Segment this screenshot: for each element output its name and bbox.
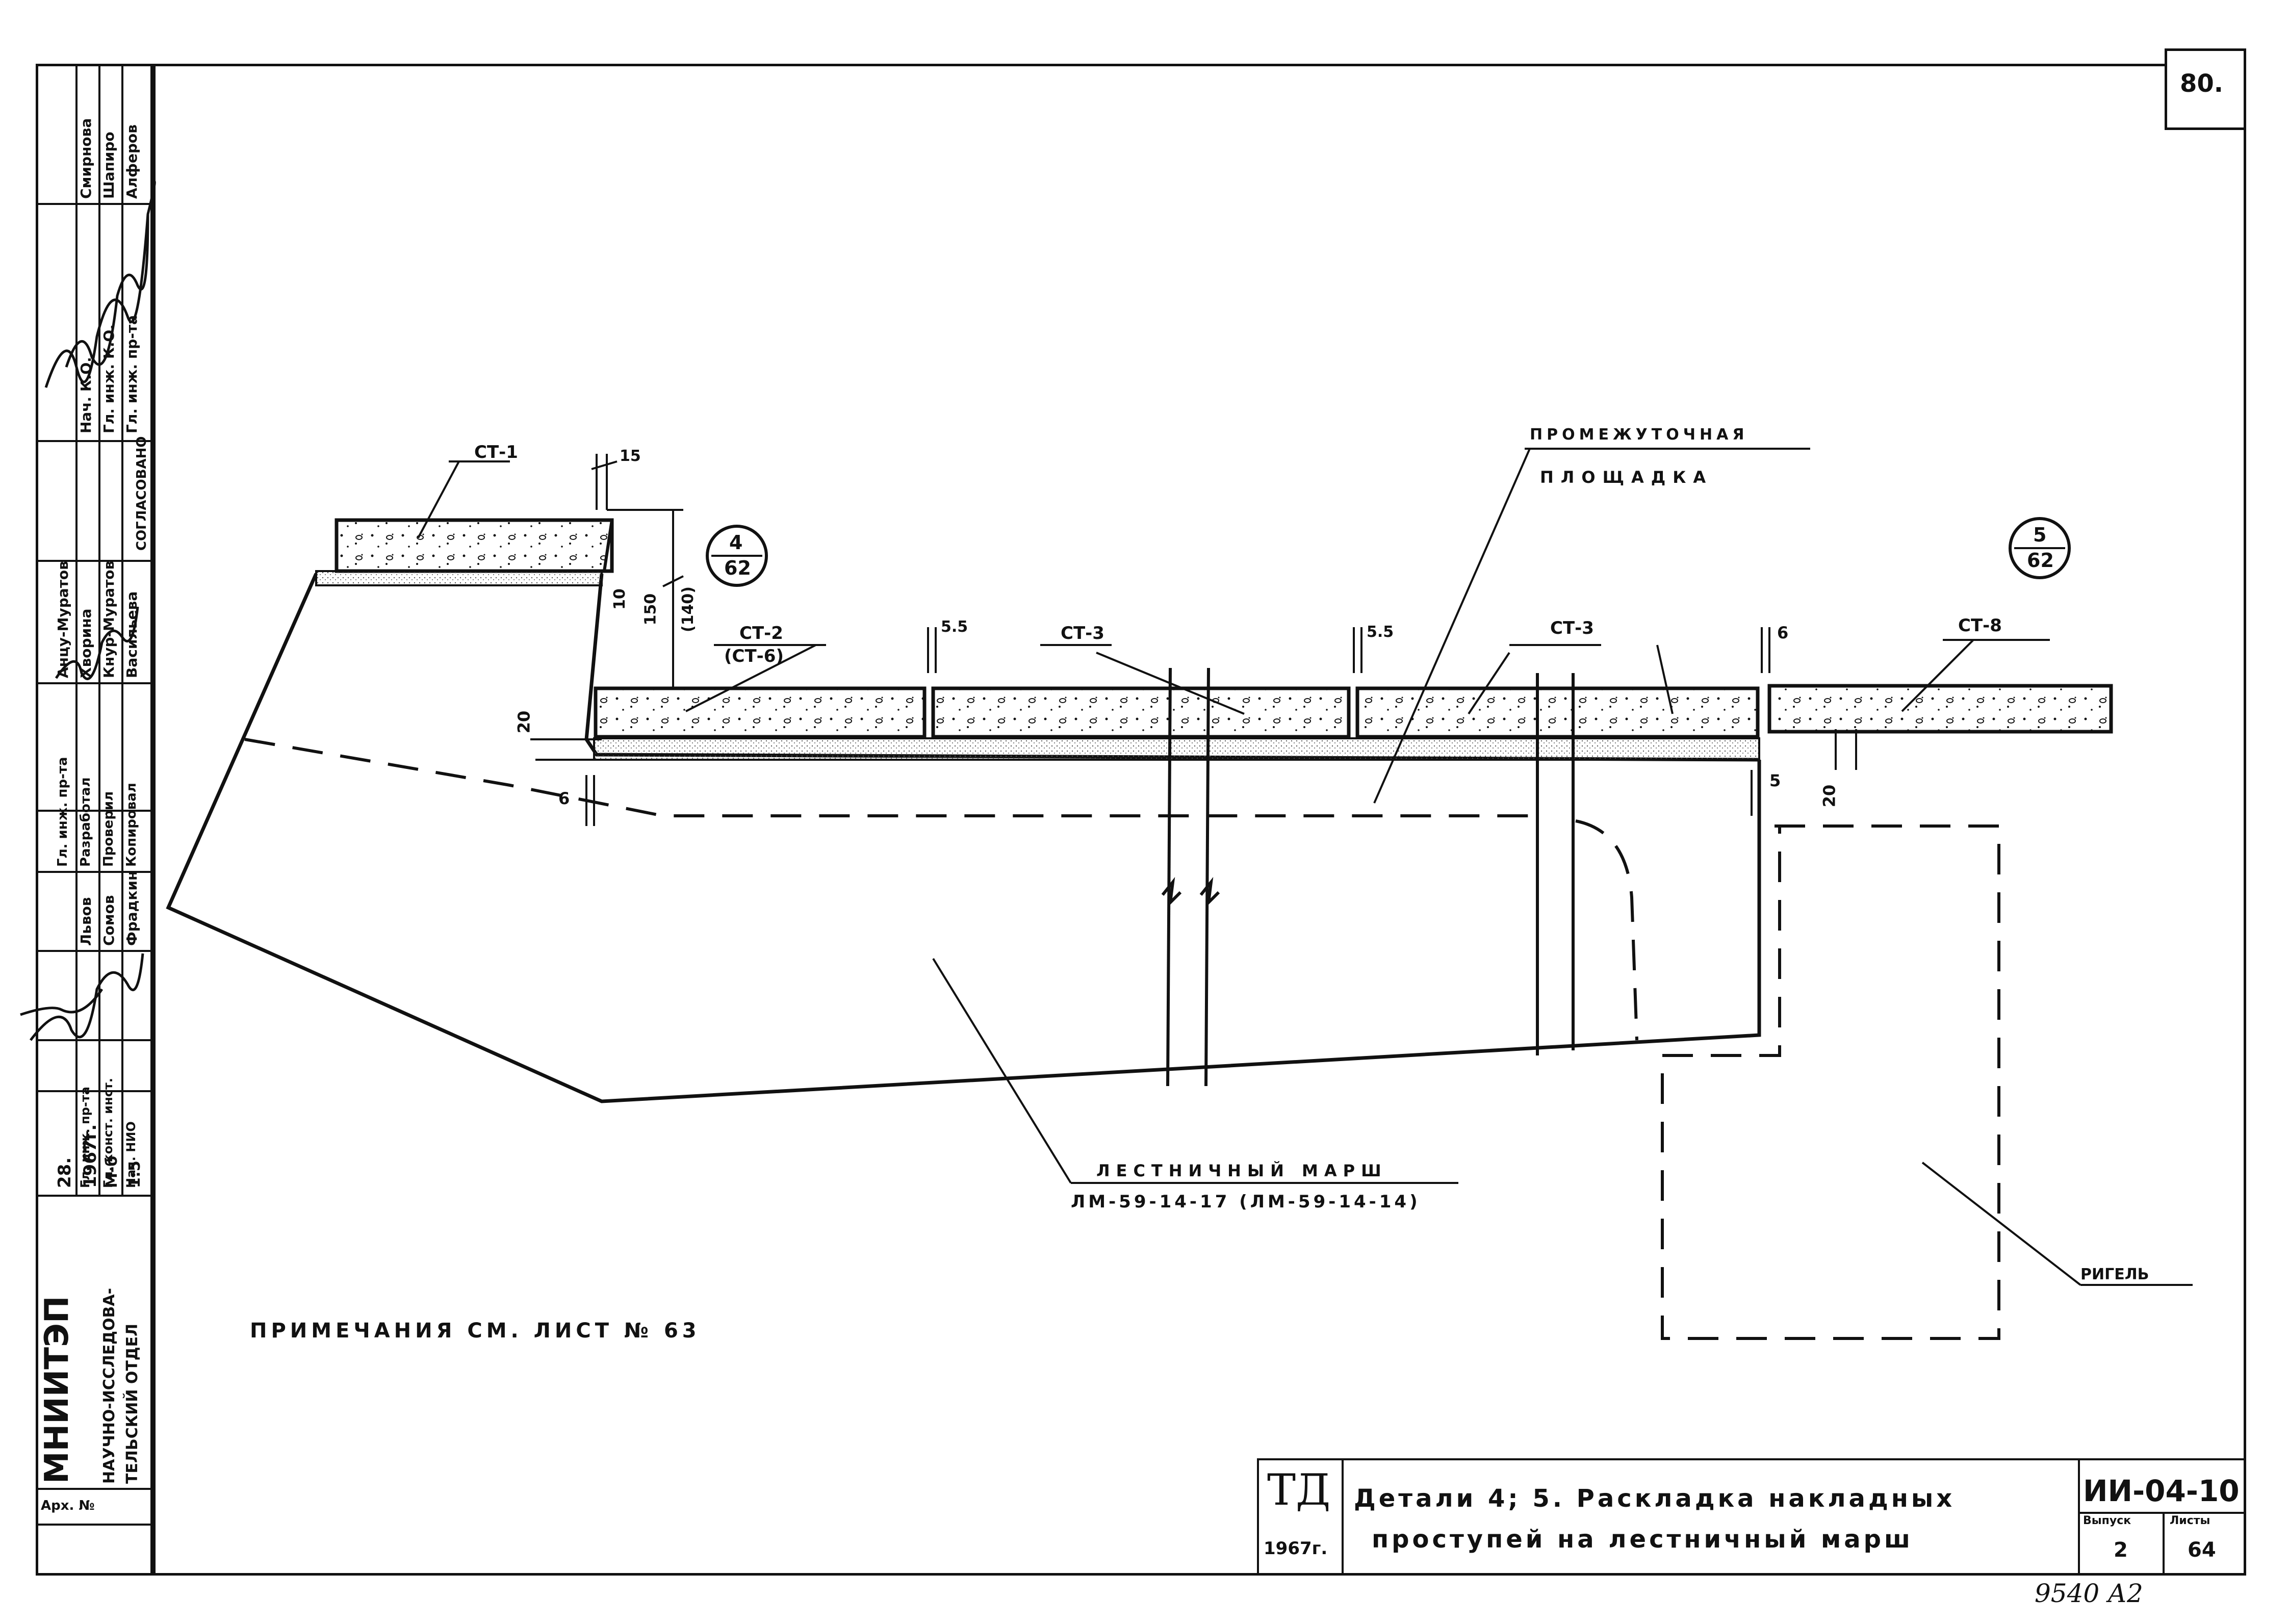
title-block-year: 1967г.	[1264, 1538, 1328, 1559]
stair-flight-outline	[166, 573, 1761, 1103]
callout-4-bottom: 62	[724, 557, 751, 579]
dim-5: 5	[1769, 771, 1781, 790]
title-block-line-2: проступей на лестничный марш	[1372, 1525, 1913, 1554]
dim-20-left: 20	[514, 710, 534, 734]
dim-15: 15	[620, 447, 641, 465]
slab-ct3-b	[1355, 686, 1760, 739]
label-landing-2: ПЛОЩАДКА	[1540, 468, 1713, 487]
label-girder: РИГЕЛЬ	[2080, 1266, 2149, 1283]
label-ct3-a: СТ-3	[1061, 623, 1104, 643]
step-ct1	[335, 518, 614, 573]
sheet-number: 80.	[2180, 69, 2224, 98]
drawing-note: ПРИМЕЧАНИЯ СМ. ЛИСТ № 63	[250, 1319, 701, 1343]
callout-5-bottom: 62	[2027, 549, 2054, 572]
sheet-number-box	[2165, 48, 2246, 130]
title-block-code: ИИ-04-10	[2083, 1474, 2240, 1508]
dim-150: 150	[641, 593, 660, 626]
stamp-archive: Арх. №	[41, 1498, 95, 1513]
callout-4-top: 4	[729, 531, 743, 554]
label-ct2: СТ-2	[739, 623, 783, 643]
label-ct1: СТ-1	[474, 442, 518, 462]
title-block-sheet-cell	[2163, 1512, 2246, 1576]
dim-140: (140)	[679, 586, 698, 633]
title-block-issue-label: Выпуск	[2083, 1514, 2131, 1527]
label-ct8: СТ-8	[1958, 615, 2002, 636]
mortar-ct1	[315, 570, 603, 586]
title-block-sheet-value: 64	[2188, 1538, 2216, 1562]
title-block-line-1: Детали 4; 5. Раскладка накладных	[1354, 1484, 1956, 1513]
dim-6-left: 6	[558, 789, 570, 808]
callout-5-top: 5	[2033, 524, 2047, 546]
footer-note: 9540 А2	[2035, 1579, 2143, 1608]
girder-dashed	[1661, 824, 2000, 1340]
title-block-issue-value: 2	[2114, 1538, 2128, 1562]
dim-5-5-b: 5.5	[1367, 623, 1394, 641]
slab-ct3-a	[931, 686, 1351, 739]
slab-ct2	[594, 686, 927, 739]
label-stair-1: ЛЕСТНИЧНЫЙ МАРШ	[1096, 1161, 1387, 1180]
slab-ct8	[1767, 684, 2113, 734]
title-block-td-cell	[1257, 1458, 1344, 1576]
dim-6-right: 6	[1777, 623, 1789, 642]
label-stair-2: ЛМ-59-14-17 (ЛМ-59-14-14)	[1071, 1192, 1421, 1212]
mortar-landing	[593, 737, 1760, 761]
title-block-sheet-label: Листы	[2170, 1514, 2210, 1527]
drawing-frame	[153, 64, 2246, 1576]
dim-20-right: 20	[1819, 784, 1839, 808]
label-ct3-b: СТ-3	[1550, 618, 1594, 638]
dim-5-5-a: 5.5	[941, 618, 968, 636]
side-stamp	[36, 64, 153, 1576]
dim-10: 10	[610, 588, 629, 610]
label-landing-1: ПРОМЕЖУТОЧНАЯ	[1530, 426, 1749, 444]
title-block-td: ТД	[1267, 1465, 1331, 1515]
landing-dashed-curve	[1575, 819, 1638, 1041]
label-ct2-alt: (СТ-6)	[724, 646, 784, 666]
